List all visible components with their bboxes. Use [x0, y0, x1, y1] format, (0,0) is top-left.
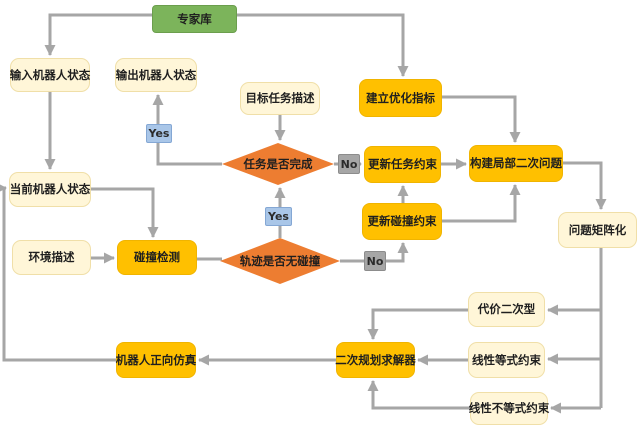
node-update-task-constraint: 更新任务约束 — [364, 146, 441, 183]
node-label: 线性不等式约束 — [468, 401, 550, 416]
node-cost-quadratic-form: 代价二次型 — [468, 292, 545, 327]
edge-current-state-to-collision-detect — [91, 187, 159, 238]
node-label: 二次规划求解器 — [335, 352, 416, 367]
node-build-local-qp: 构建局部二次问题 — [469, 145, 563, 182]
node-label: 环境描述 — [28, 250, 75, 265]
edge-expert-to-build-opt — [237, 13, 409, 77]
node-label: 线性等式约束 — [472, 352, 541, 367]
edge-cost-quadratic-to-solver — [367, 308, 468, 340]
node-label: 输出机器人状态 — [115, 67, 197, 82]
edge-label-no-to-task-constraint: No — [338, 154, 360, 174]
node-linear-equality-constraint: 线性等式约束 — [468, 342, 545, 378]
edge-expert-to-input-state — [44, 13, 152, 56]
node-label: 目标任务描述 — [245, 91, 315, 106]
edge-traj-no-to-update-collision — [340, 242, 409, 263]
node-expert-library: 专家库 — [152, 5, 237, 33]
node-label: 建立优化指标 — [366, 90, 435, 105]
edge-task-yes-to-output-state — [152, 94, 222, 166]
node-label: 专家库 — [177, 11, 212, 26]
node-problem-matrixization: 问题矩阵化 — [558, 212, 637, 248]
node-robot-forward-simulation: 机器人正向仿真 — [116, 342, 196, 378]
edge-linear-ineq-to-solver — [367, 380, 470, 410]
edge-update-collision-to-local-qp — [442, 184, 521, 223]
node-qp-solver: 二次规划求解器 — [335, 342, 416, 378]
node-label: 碰撞检测 — [134, 250, 180, 265]
node-label: 更新任务约束 — [368, 157, 437, 172]
node-build-optimization-index: 建立优化指标 — [359, 79, 442, 117]
edge-build-opt-to-local-qp — [442, 95, 521, 143]
node-label: 问题矩阵化 — [568, 222, 627, 237]
node-label: 机器人正向仿真 — [115, 352, 197, 367]
node-label: 当前机器人状态 — [9, 182, 91, 197]
node-linear-inequality-constraint: 线性不等式约束 — [468, 392, 550, 425]
edge-label-yes-to-output: Yes — [146, 124, 172, 143]
node-output-robot-state: 输出机器人状态 — [115, 58, 197, 92]
node-update-collision-constraint: 更新碰撞约束 — [362, 203, 442, 240]
node-label: 任务是否完成 — [243, 156, 313, 171]
node-label: 输入机器人状态 — [9, 67, 91, 82]
node-collision-detection: 碰撞检测 — [117, 240, 197, 275]
edge-label-yes-to-task-check: Yes — [265, 207, 292, 226]
node-target-task-description: 目标任务描述 — [240, 82, 320, 115]
node-label: 轨迹是否无碰撞 — [239, 253, 321, 268]
node-current-robot-state: 当前机器人状态 — [9, 172, 91, 207]
node-input-robot-state: 输入机器人状态 — [10, 58, 90, 92]
node-label: 更新碰撞约束 — [367, 214, 437, 229]
edge-local-qp-to-problem-matrix — [563, 161, 607, 210]
node-environment-description: 环境描述 — [12, 240, 91, 275]
node-label: 构建局部二次问题 — [470, 156, 562, 171]
edge-label-no-to-collision-constraint: No — [364, 251, 386, 271]
node-label: 代价二次型 — [477, 302, 536, 317]
edge-forward-sim-to-current-state — [0, 182, 116, 362]
